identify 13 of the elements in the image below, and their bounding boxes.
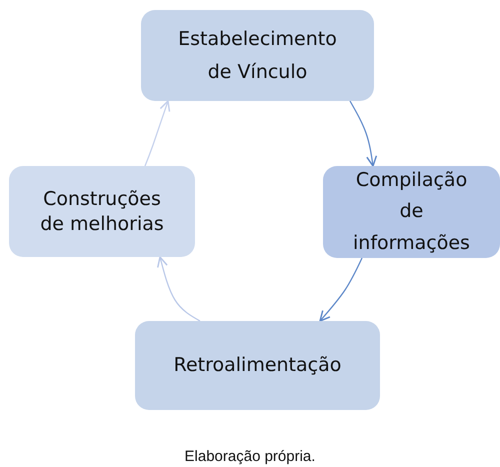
box-text: Compilação de informações <box>352 168 471 256</box>
box-text: Retroalimentação <box>174 353 342 378</box>
arrow <box>157 256 200 322</box>
box-text: Estabelecimento de Vínculo <box>177 27 338 84</box>
process-box <box>135 321 380 410</box>
arrow <box>319 258 363 322</box>
process-box <box>9 166 195 257</box>
arrow <box>349 100 378 167</box>
process-box <box>141 10 374 101</box>
arrow <box>144 100 170 166</box>
caption: Elaboração própria. <box>184 448 316 465</box>
process-box <box>323 166 500 258</box>
box-text: Construções de melhorias <box>39 186 165 236</box>
